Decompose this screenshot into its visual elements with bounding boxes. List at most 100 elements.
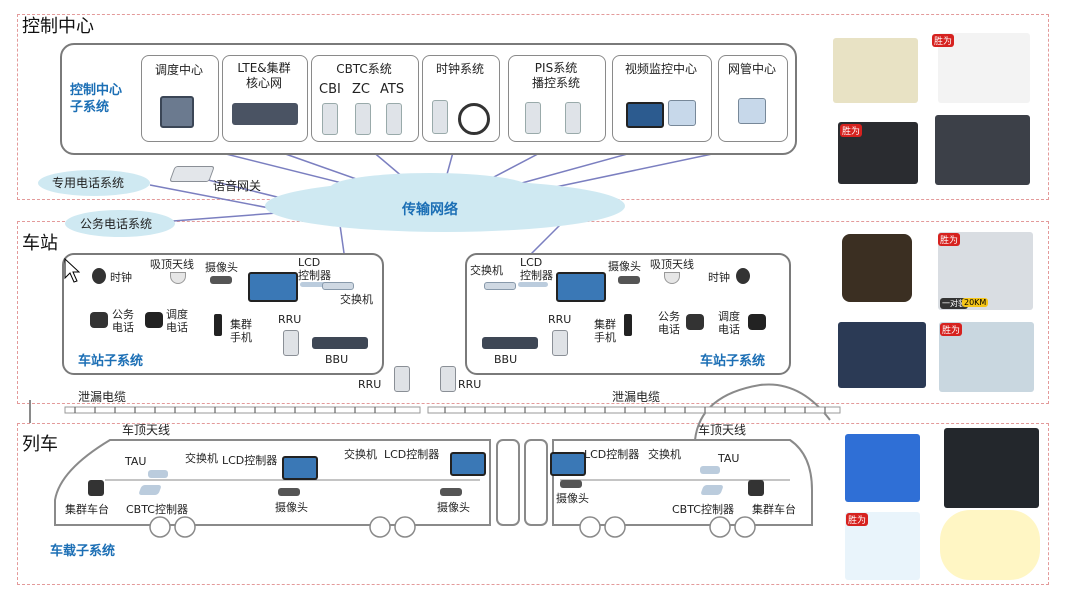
transport-network-cloud-bump [330,173,530,203]
product-tag-20km: 20KM [962,298,989,307]
train-switch-2-label: 交换机 [344,448,377,461]
cbi-server-icon [322,103,338,135]
station-right-switch-label: 交换机 [470,264,503,277]
video-surveillance-label: 视频监控中心 [624,62,697,76]
product-tag-pair: 一对装 [940,298,968,309]
train-tau-right-icon [700,466,720,474]
clock-server-icon [432,100,448,134]
station-right-rru-icon [552,330,568,356]
dispatch-center-label: 调度中心 [154,63,203,77]
train-subsystem-label: 车载子系统 [50,544,116,559]
public-phone-cloud [65,210,175,237]
station-left-rru-label: RRU [278,313,302,326]
station-left-clock-icon [92,268,106,284]
station-right-switch-icon [484,282,516,290]
train-cbtc-right-icon [700,485,724,495]
train-cbtc-right-label: CBTC控制器 [672,503,734,516]
station-right-antenna-icon [664,272,680,284]
train-lcd-3-label: LCD控制器 [584,448,640,461]
control-zone-title: 控制中心 [22,16,94,37]
dedicated-phone-label: 专用电话系统 [52,176,125,190]
station-left-camera-icon [210,276,232,284]
mouse-cursor-icon [64,258,80,283]
station-right-camera-label: 摄像头 [608,260,641,273]
train-zone [17,423,1049,585]
pis-box [508,55,606,142]
train-tau-right-label: TAU [718,452,740,465]
train-tau-left-label: TAU [125,455,147,468]
train-tau-left-icon [148,470,168,478]
trackside-rru-left-icon [394,366,410,392]
train-camera-1-icon [278,488,300,496]
station-left-switch-label: 交换机 [340,293,373,306]
station-right-clock-label: 时钟 [708,271,730,284]
ats-label: ATS [380,82,405,97]
video-wall-icon [626,102,664,128]
train-lcd-2-label: LCD控制器 [384,448,440,461]
train-trunk-station-right-label: 集群车台 [752,503,796,516]
station-right-bbu-icon [482,337,538,349]
product-network-switch [838,322,926,388]
station-left-dispatch-phone-icon [145,312,163,328]
voice-gateway-icon [169,166,215,182]
station-right-lcd-screen [556,272,606,302]
voice-gateway-label: 语音网关 [213,179,262,193]
train-cbtc-left-label: CBTC控制器 [126,503,188,516]
train-trunk-station-left-icon [88,480,104,496]
train-trunk-station-right-icon [748,480,764,496]
product-badge-5: 胜为 [846,513,869,526]
train-camera-2-label: 摄像头 [437,501,470,514]
zc-server-icon [355,103,371,135]
station-left-camera-label: 摄像头 [205,261,238,274]
clock-system-label: 时钟系统 [435,62,484,76]
station-zone-title: 车站 [22,233,58,254]
cbtc-label: CBTC系统 [336,62,392,76]
train-cbtc-left-icon [138,485,162,495]
station-right-lcd-label: LCD 控制器 [520,256,553,282]
nms-monitor-icon [738,98,766,124]
product-rugged-converter [944,428,1039,508]
product-cat6-box [845,434,920,502]
leaky-cable-right-label: 泄漏电缆 [612,390,661,404]
station-right-handset-label: 集群 手机 [594,318,616,344]
product-fiber-spool [842,234,912,302]
train-switch-3-label: 交换机 [648,448,681,461]
train-camera-1-label: 摄像头 [275,501,308,514]
station-left-dispatch-phone-label: 调度 电话 [166,308,188,334]
product-badge-2: 胜为 [840,124,863,137]
station-left-panel [62,253,384,375]
train-trunk-station-left-label: 集群车台 [65,503,109,516]
product-terminal-box [833,38,918,103]
station-left-antenna-icon [170,272,186,284]
station-left-lcd-screen [248,272,298,302]
station-right-clock-icon [736,268,750,284]
product-badge-4: 胜为 [940,323,963,336]
lte-core-label: LTE&集群 核心网 [237,61,291,90]
station-right-lcd-device [518,282,548,287]
station-left-subsystem-label: 车站子系统 [78,354,144,369]
product-badge-3: 胜为 [938,233,961,246]
trackside-rru-right-label: RRU [458,378,482,391]
leaky-cable-left-label: 泄漏电缆 [78,390,127,404]
train-roof-antenna-left-label: 车顶天线 [122,423,171,437]
cbi-label: CBI [319,82,341,97]
station-right-subsystem-label: 车站子系统 [700,354,766,369]
station-right-public-phone-label: 公务 电话 [658,310,680,336]
station-left-public-phone-icon [90,312,108,328]
trackside-rru-left-label: RRU [358,378,382,391]
train-zone-title: 列车 [22,434,58,455]
server-rack-icon [232,103,298,125]
station-left-bbu-label: BBU [325,353,349,366]
pis-server-icon-2 [565,102,581,134]
video-monitor-icon [668,100,696,126]
transport-network-label: 传输网络 [402,202,458,218]
product-fiber-patchcord [940,510,1040,580]
station-right-public-phone-icon [686,314,704,330]
station-right-dispatch-phone-label: 调度 电话 [718,310,740,336]
train-switch-1-label: 交换机 [185,452,218,465]
station-left-switch-icon [322,282,354,290]
station-left-bbu-icon [312,337,368,349]
control-center-subsystem-label: 控制中心 子系统 [70,83,123,115]
dedicated-phone-cloud [38,170,150,196]
train-lcd-1-label: LCD控制器 [222,454,278,467]
